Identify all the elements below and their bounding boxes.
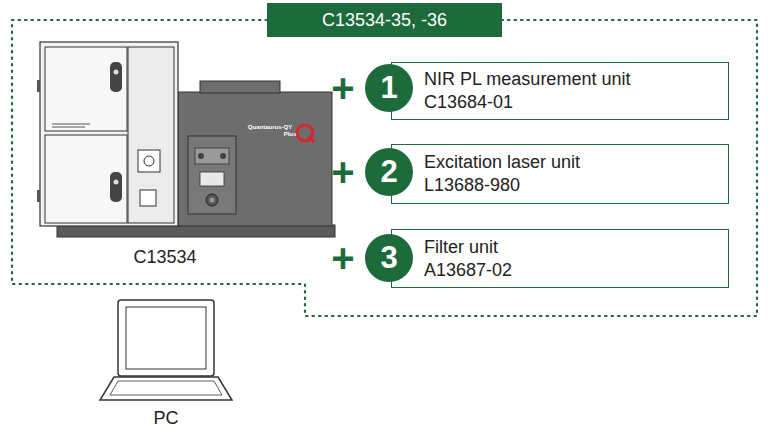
number-badge: 1 xyxy=(365,64,413,112)
number-badge: 3 xyxy=(365,234,413,282)
part-number: L13688-980 xyxy=(424,174,718,197)
system-boundary xyxy=(12,20,757,316)
plus-sign: + xyxy=(331,68,354,108)
instrument-illustration xyxy=(37,42,335,237)
part-number: A13687-02 xyxy=(424,259,718,282)
node-text: C13534-35, -36 xyxy=(322,10,447,31)
number-badge: 2 xyxy=(365,148,413,196)
logo-text: Plus xyxy=(284,131,297,137)
node-text: 2 xyxy=(380,154,397,190)
option-box: Excitation laser unitL13688-980 xyxy=(391,144,729,204)
node-text: 3 xyxy=(380,240,397,276)
node-text: NIR PL measurement unit xyxy=(424,68,718,91)
logo-text: Quantaurus-QY xyxy=(248,124,292,130)
node-text: Excitation laser unit xyxy=(424,151,718,174)
node-text: Filter unit xyxy=(424,236,718,259)
model-label: C13534 xyxy=(133,247,196,268)
option-box: Filter unitA13687-02 xyxy=(391,229,729,288)
plus-sign: + xyxy=(331,152,354,192)
title-box: C13534-35, -36 xyxy=(267,3,502,37)
option-box: NIR PL measurement unitC13684-01 xyxy=(391,62,729,120)
part-number: C13684-01 xyxy=(424,91,718,114)
node-text: 1 xyxy=(380,70,397,106)
pc-illustration xyxy=(100,300,232,400)
pc-label: PC xyxy=(153,408,178,429)
plus-sign: + xyxy=(331,238,354,278)
